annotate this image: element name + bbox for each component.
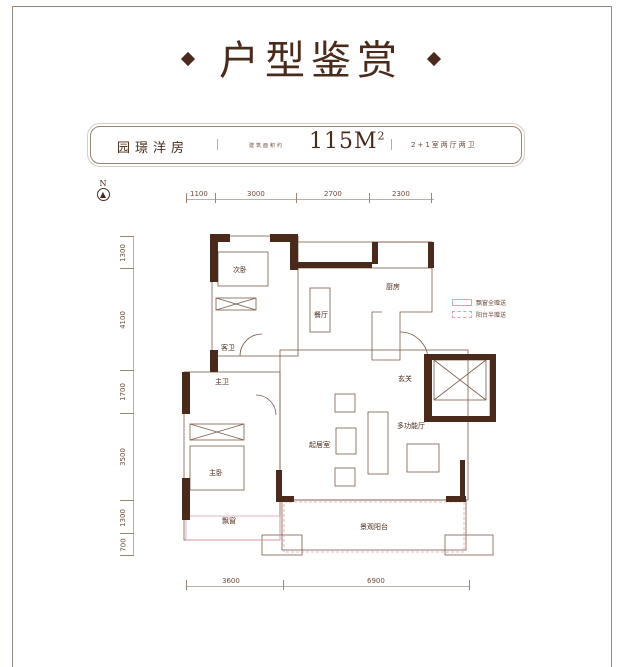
tick: [215, 193, 216, 203]
legend-item-balcony: 阳台半赠送: [452, 310, 506, 319]
project-name: 园璟洋房: [117, 141, 190, 156]
compass: N ▲: [96, 179, 110, 201]
layout-type: 2+1室两厅两卫: [411, 141, 477, 149]
tick: [120, 500, 134, 501]
area-number: 115M: [309, 129, 378, 154]
legend-item-bay-window: 飘窗全赠送: [452, 298, 506, 307]
room-dining: 餐厅: [314, 311, 328, 319]
tick: [283, 580, 284, 590]
tick: [120, 370, 134, 371]
room-living: 起居室: [309, 441, 330, 449]
page-title: 户型鉴赏: [0, 28, 622, 86]
legend-swatch-solid: [452, 299, 472, 306]
legend-label: 阳台半赠送: [476, 312, 507, 319]
dim-bottom-1: 6900: [367, 577, 385, 585]
page-frame: [12, 6, 612, 667]
room-balcony: 景观阳台: [360, 523, 388, 531]
tick: [369, 193, 370, 203]
dim-bottom-0: 3600: [222, 577, 240, 585]
room-master-bedroom: 主卧: [209, 469, 223, 477]
legend-swatch-dashed: [452, 311, 472, 318]
tick: [186, 193, 187, 203]
room-entrance: 玄关: [398, 375, 412, 383]
info-banner: 园璟洋房 建筑面积约 115M2 2+1室两厅两卫: [90, 126, 522, 164]
tick: [120, 268, 134, 269]
dim-top-3: 2300: [392, 190, 410, 198]
bottom-dimension-line: [186, 586, 470, 587]
dim-top-2: 2700: [324, 190, 342, 198]
left-dimension-line: [133, 236, 134, 556]
dim-top-1: 3000: [247, 190, 265, 198]
room-master-bath: 主卫: [215, 378, 229, 386]
tick: [120, 236, 134, 237]
area-sup: 2: [377, 129, 386, 143]
room-guest-bath: 客卫: [221, 344, 235, 352]
divider: [391, 139, 392, 150]
north-label: N: [99, 179, 107, 188]
tick: [469, 580, 470, 590]
title-text: 户型鉴赏: [219, 38, 403, 84]
tick: [186, 580, 187, 590]
legend-label: 飘窗全赠送: [476, 300, 507, 307]
area-label: 建筑面积约: [249, 143, 285, 149]
tick: [120, 413, 134, 414]
room-multi-hall: 多功能厅: [397, 422, 425, 430]
room-kitchen: 厨房: [386, 283, 400, 291]
tick: [120, 555, 134, 556]
dim-top-0: 1100: [190, 190, 208, 198]
top-dimension-line: [186, 199, 434, 200]
room-bay-window: 飘窗: [222, 517, 236, 525]
tick: [120, 533, 134, 534]
tick: [431, 193, 432, 203]
north-arrow-icon: ▲: [96, 188, 110, 201]
floor-plan: [182, 234, 496, 556]
area-value: 115M2: [309, 129, 386, 154]
room-second-bedroom: 次卧: [233, 266, 247, 274]
divider: [217, 139, 218, 150]
tick: [296, 193, 297, 203]
